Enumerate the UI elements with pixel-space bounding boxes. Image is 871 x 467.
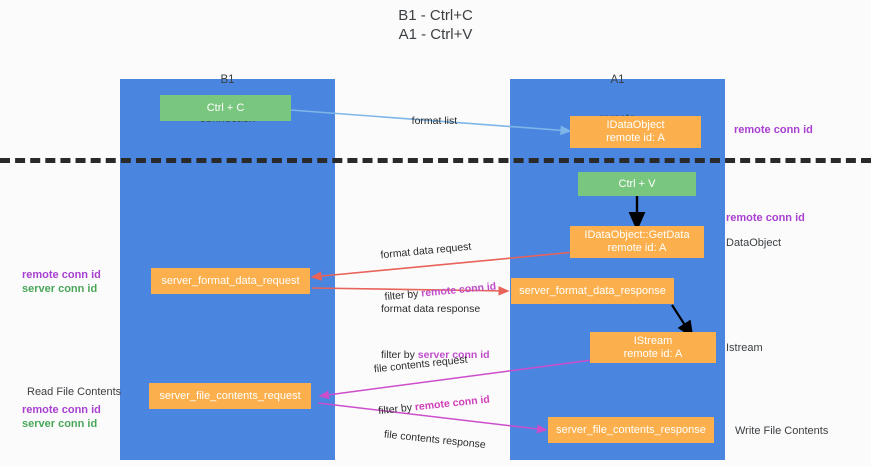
edge-label-format-list-text: format list	[411, 115, 458, 127]
node-server-file-contents-request[interactable]: server_file_contents_request	[149, 383, 311, 409]
node-getdata[interactable]: IDataObject::GetData remote id: A	[570, 226, 704, 258]
filter-key-server-conn-id: server conn id	[417, 349, 490, 361]
column-header-a1-name: A1	[610, 74, 625, 86]
edge-label-file-contents-request-text: file contents request	[373, 353, 469, 376]
annotation-remote-conn-id-top: remote conn id	[734, 124, 813, 136]
node-ctrl-v[interactable]: Ctrl + V	[578, 172, 696, 196]
filter-prefix: filter by	[381, 349, 418, 361]
node-server-file-contents-request-label: server_file_contents_request	[159, 389, 301, 402]
edge-label-file-contents-response: file contents response filter by server …	[376, 400, 496, 467]
phase-divider	[0, 158, 871, 163]
node-ctrl-c[interactable]: Ctrl + C	[160, 95, 291, 121]
node-server-format-data-request[interactable]: server_format_data_request	[151, 268, 310, 294]
node-getdata-label: IDataObject::GetData	[584, 229, 690, 241]
annotation-left-remote-conn-id-2: remote conn id	[22, 404, 101, 416]
node-server-format-data-response-label: server_format_data_response	[519, 284, 666, 297]
node-server-format-data-request-label: server_format_data_request	[161, 274, 300, 287]
page-title: B1 - Ctrl+C A1 - Ctrl+V	[398, 7, 473, 43]
node-server-file-contents-response-label: server_file_contents_response	[556, 423, 706, 436]
annotation-remote-conn-id-mid: remote conn id	[726, 212, 805, 224]
edge-label-format-list: format list	[400, 100, 458, 142]
node-ctrl-c-label: Ctrl + C	[206, 101, 245, 114]
annotation-dataobject: DataObject	[726, 237, 782, 249]
edge-label-format-data-response-text: format data response	[381, 303, 481, 315]
node-getdata-sublabel: remote id: A	[607, 242, 667, 254]
column-header-b1-name: B1	[220, 74, 235, 86]
edge-label-format-data-request-text: format data request	[380, 240, 472, 262]
node-idataobject[interactable]: IDataObject remote id: A	[570, 116, 701, 148]
node-idataobject-sublabel: remote id: A	[606, 132, 665, 144]
node-server-file-contents-response[interactable]: server_file_contents_response	[548, 417, 714, 443]
annotation-left-server-conn-id: server conn id	[22, 283, 98, 295]
edge-label-file-contents-response-text: file contents response	[383, 428, 487, 452]
node-idataobject-label: IDataObject	[606, 119, 665, 131]
annotation-write-file-contents: Write File Contents	[735, 425, 829, 437]
node-istream-label: IStream	[633, 334, 673, 347]
node-ctrl-v-label: Ctrl + V	[618, 177, 656, 190]
edge-label-format-data-response-filter: filter by server conn id	[381, 348, 490, 362]
node-server-format-data-response[interactable]: server_format_data_response	[511, 278, 674, 304]
annotation-left-remote-conn-id: remote conn id	[22, 269, 101, 281]
annotation-read-file-contents: Read File Contents	[27, 386, 122, 398]
annotation-istream: Istream	[726, 342, 763, 354]
node-istream-sublabel: remote id: A	[623, 347, 683, 360]
annotation-left-server-conn-id-2: server conn id	[22, 418, 98, 430]
node-istream[interactable]: IStream remote id: A	[590, 332, 716, 363]
edge-label-format-data-response: format data response filter by server co…	[381, 274, 490, 390]
